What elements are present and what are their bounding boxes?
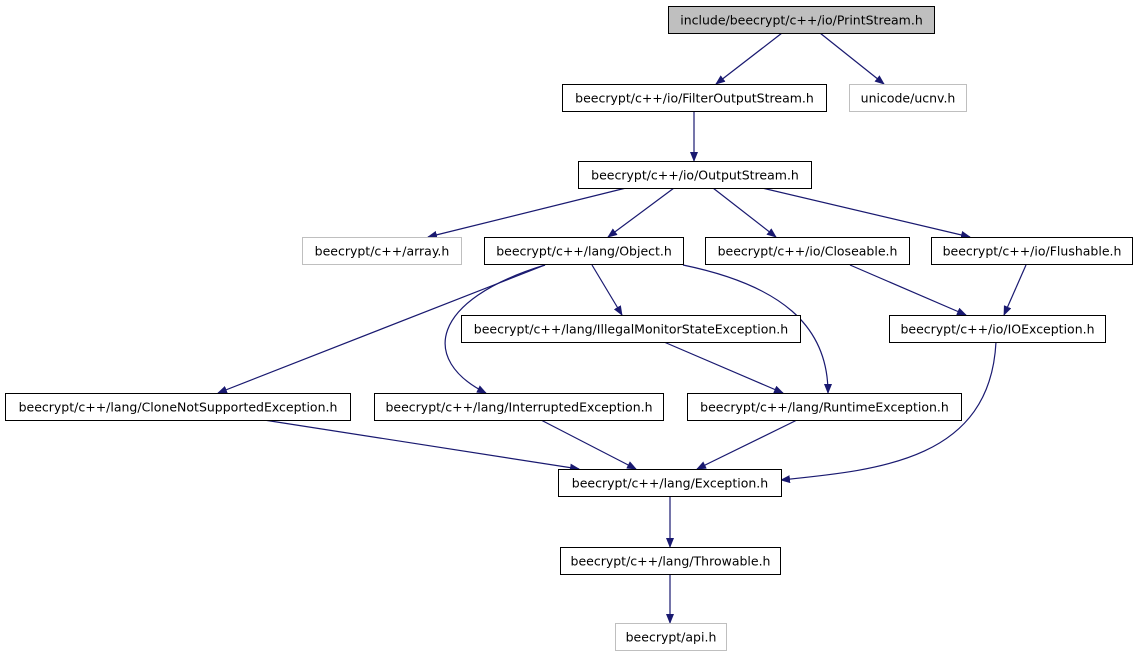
edge-outputstream-to-object [607, 187, 675, 238]
node-label-clonenotsupported: beecrypt/c++/lang/CloneNotSupportedExcep… [19, 400, 338, 415]
node-label-throwable: beecrypt/c++/lang/Throwable.h [571, 554, 771, 569]
edge-closeable-to-ioexception [849, 264, 967, 316]
node-ioexception[interactable]: beecrypt/c++/io/IOException.h [889, 315, 1106, 343]
edge-object-to-runtime [682, 264, 832, 394]
node-closeable[interactable]: beecrypt/c++/io/Closeable.h [705, 237, 910, 265]
node-api: beecrypt/api.h [615, 623, 727, 651]
node-box-printstream [668, 6, 935, 34]
node-box-runtime [687, 393, 962, 421]
edge-object-to-illegalmonitor [591, 264, 623, 316]
node-label-outputstream: beecrypt/c++/io/OutputStream.h [591, 168, 799, 183]
node-filteroutputstream[interactable]: beecrypt/c++/io/FilterOutputStream.h [562, 84, 827, 112]
edge-outputstream-to-flushable [761, 187, 971, 239]
edges-layer [217, 32, 1027, 624]
node-box-flushable [931, 237, 1133, 265]
node-printstream[interactable]: include/beecrypt/c++/io/PrintStream.h [668, 6, 935, 34]
edge-object-to-clonenotsupported [217, 264, 546, 394]
node-label-runtime: beecrypt/c++/lang/RuntimeException.h [700, 400, 949, 415]
node-box-interrupted [374, 393, 664, 421]
node-box-throwable [560, 547, 781, 575]
edge-ioexception-to-exception [780, 341, 997, 484]
node-label-filteroutputstream: beecrypt/c++/io/FilterOutputStream.h [575, 91, 814, 106]
node-flushable[interactable]: beecrypt/c++/io/Flushable.h [931, 237, 1133, 265]
node-exception[interactable]: beecrypt/c++/lang/Exception.h [558, 469, 782, 497]
node-label-interrupted: beecrypt/c++/lang/InterruptedException.h [385, 400, 652, 415]
node-label-ucnv: unicode/ucnv.h [861, 91, 956, 106]
node-ucnv: unicode/ucnv.h [849, 84, 967, 112]
node-illegalmonitor[interactable]: beecrypt/c++/lang/IllegalMonitorStateExc… [461, 315, 801, 343]
edge-flushable-to-ioexception [1003, 264, 1027, 316]
node-box-api [615, 623, 727, 651]
node-runtime[interactable]: beecrypt/c++/lang/RuntimeException.h [687, 393, 962, 421]
edge-interrupted-to-exception [540, 419, 637, 470]
node-clonenotsupported[interactable]: beecrypt/c++/lang/CloneNotSupportedExcep… [5, 393, 351, 421]
node-label-array: beecrypt/c++/array.h [315, 244, 450, 259]
node-box-illegalmonitor [461, 315, 801, 343]
node-label-api: beecrypt/api.h [626, 630, 717, 645]
node-box-array [302, 237, 462, 265]
nodes-layer: include/beecrypt/c++/io/PrintStream.h bee… [5, 6, 1133, 651]
node-box-outputstream [578, 161, 812, 189]
node-box-clonenotsupported [5, 393, 351, 421]
edge-printstream-to-filteroutputstream [715, 32, 783, 85]
edge-printstream-to-ucnv [819, 32, 885, 85]
node-label-ioexception: beecrypt/c++/io/IOException.h [900, 322, 1094, 337]
node-label-exception: beecrypt/c++/lang/Exception.h [572, 476, 768, 491]
edge-runtime-to-exception [696, 419, 798, 470]
node-outputstream[interactable]: beecrypt/c++/io/OutputStream.h [578, 161, 812, 189]
node-label-object: beecrypt/c++/lang/Object.h [496, 244, 672, 259]
node-object[interactable]: beecrypt/c++/lang/Object.h [484, 237, 684, 265]
node-box-exception [558, 469, 782, 497]
node-box-closeable [705, 237, 910, 265]
node-box-object [484, 237, 684, 265]
edge-outputstream-to-array [427, 187, 627, 239]
node-label-printstream: include/beecrypt/c++/io/PrintStream.h [680, 13, 923, 28]
edge-outputstream-to-closeable [712, 187, 777, 238]
edge-clonenotsupported-to-exception [263, 419, 580, 472]
node-interrupted[interactable]: beecrypt/c++/lang/InterruptedException.h [374, 393, 664, 421]
node-label-flushable: beecrypt/c++/io/Flushable.h [943, 244, 1122, 259]
edge-illegalmonitor-to-runtime [663, 341, 784, 394]
node-box-ucnv [849, 84, 967, 112]
node-array: beecrypt/c++/array.h [302, 237, 462, 265]
edge-object-to-interrupted [444, 264, 546, 394]
node-box-filteroutputstream [562, 84, 827, 112]
node-label-closeable: beecrypt/c++/io/Closeable.h [718, 244, 898, 259]
node-throwable[interactable]: beecrypt/c++/lang/Throwable.h [560, 547, 781, 575]
node-box-ioexception [889, 315, 1106, 343]
node-label-illegalmonitor: beecrypt/c++/lang/IllegalMonitorStateExc… [474, 322, 788, 337]
